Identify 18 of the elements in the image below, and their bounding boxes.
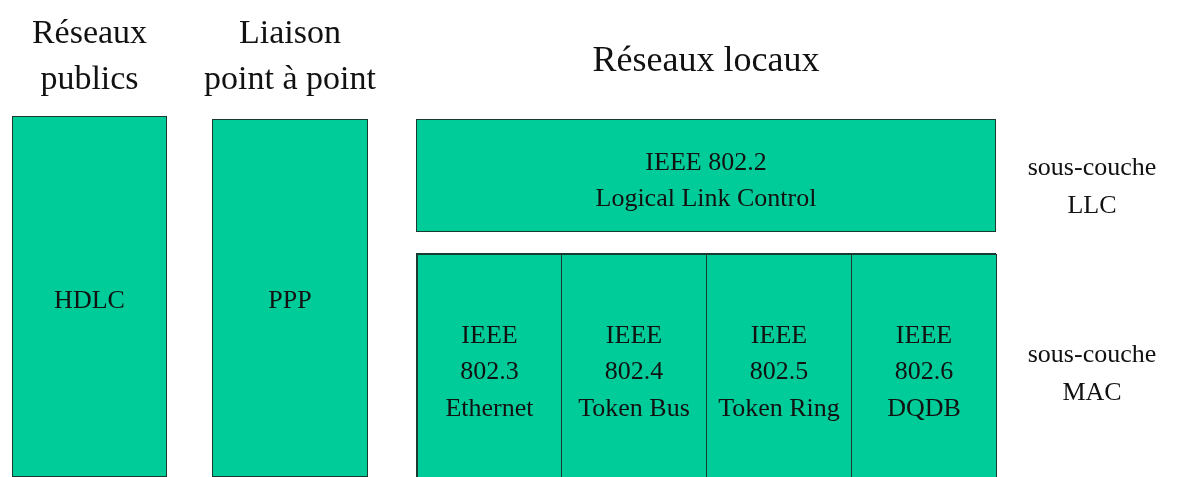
protocol-name: IEEE 802.4 Token Bus bbox=[577, 319, 691, 424]
protocol-box bbox=[416, 119, 996, 232]
protocol-name: IEEE 802.3 Ethernet bbox=[444, 319, 535, 424]
column-heading: Réseaux publics bbox=[30, 12, 149, 98]
protocol-name: IEEE 802.2 Logical Link Control bbox=[594, 146, 818, 215]
protocol-name: HDLC bbox=[53, 284, 126, 316]
protocol-cell bbox=[561, 254, 707, 477]
group-heading: Réseaux locaux bbox=[591, 38, 821, 80]
sublayer-label: sous-couche LLC bbox=[1026, 151, 1158, 221]
sublayer-label: sous-couche MAC bbox=[1026, 338, 1158, 408]
protocol-name: IEEE 802.6 DQDB bbox=[886, 319, 962, 424]
protocol-name: PPP bbox=[267, 284, 313, 316]
protocol-box bbox=[416, 253, 996, 477]
protocol-name: IEEE 802.5 Token Ring bbox=[717, 319, 841, 424]
column-heading: Liaison point à point bbox=[203, 12, 377, 98]
protocol-cell bbox=[706, 254, 852, 477]
protocol-cell bbox=[851, 254, 997, 477]
protocol-cell bbox=[417, 254, 562, 477]
